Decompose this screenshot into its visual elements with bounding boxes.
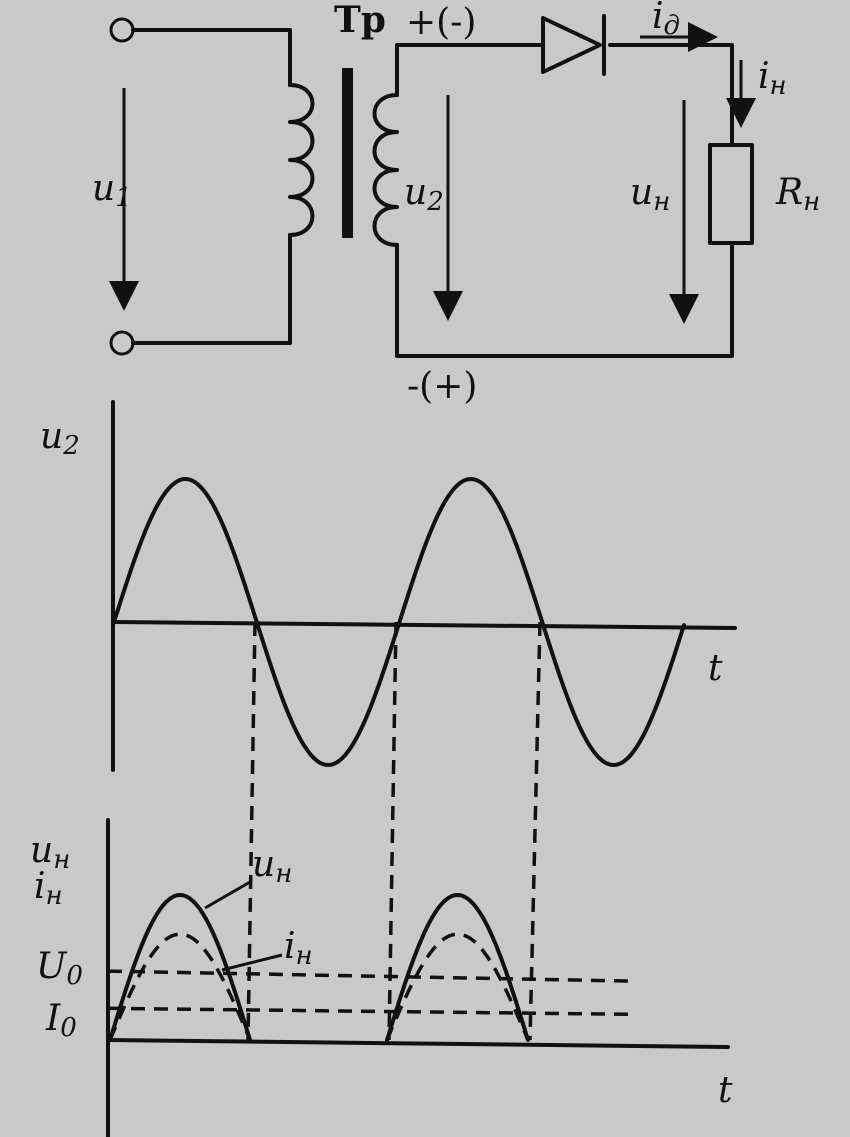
load-resistor xyxy=(708,143,754,245)
rn-label: Rн xyxy=(775,172,820,217)
primary-coil xyxy=(288,83,315,237)
in-half-wave-curve xyxy=(108,932,530,1041)
primary-wire xyxy=(131,28,292,345)
u2-label: u2 xyxy=(404,172,444,217)
graph-load-ylabel-i: iн xyxy=(34,866,63,911)
input-terminal-top xyxy=(109,17,135,43)
u1-label: u1 xyxy=(92,168,132,213)
diode xyxy=(541,14,606,76)
graph-u2: u2 t xyxy=(40,400,737,772)
u0-label: U0 xyxy=(36,946,83,991)
un-curve-label: uн xyxy=(252,844,292,889)
secondary-coil xyxy=(372,93,399,247)
top-polarity-label: +(-) xyxy=(406,2,476,43)
transformer-core xyxy=(342,68,353,238)
graph-load-xlabel: t xyxy=(718,1070,733,1111)
i0-label: I0 xyxy=(45,998,77,1043)
in-label: iн xyxy=(758,56,787,101)
graph-u2-ylabel: u2 xyxy=(40,416,80,461)
projection-line xyxy=(246,621,257,1041)
i0-level-line xyxy=(107,1006,631,1017)
graph-load-ylabel-u: uн xyxy=(30,830,70,875)
transformer-label: Тр xyxy=(334,0,386,41)
in-leader-line xyxy=(221,953,283,972)
projection-line xyxy=(528,621,542,1041)
graph-u2-x-axis xyxy=(111,620,737,630)
id-label: iд xyxy=(652,0,680,41)
graph-load: uн iн uн iн U0 I0 t xyxy=(30,818,733,1137)
un-half-wave-curve xyxy=(108,893,530,1042)
input-terminal-bottom xyxy=(109,330,135,356)
un-leader-line xyxy=(204,880,251,910)
projection-line xyxy=(387,621,398,1041)
graph-load-x-axis xyxy=(106,1038,730,1049)
un-label: uн xyxy=(630,172,670,217)
bottom-polarity-label: -(+) xyxy=(407,366,477,407)
projection-lines xyxy=(246,621,542,1041)
circuit-schematic: Тр +(-) -(+) u1 u2 iд iн uн Rн xyxy=(92,0,820,407)
in-curve-label: iн xyxy=(284,926,313,971)
u0-level-line xyxy=(107,969,631,983)
graph-u2-xlabel: t xyxy=(708,648,723,689)
u2-sine-curve xyxy=(112,477,686,767)
